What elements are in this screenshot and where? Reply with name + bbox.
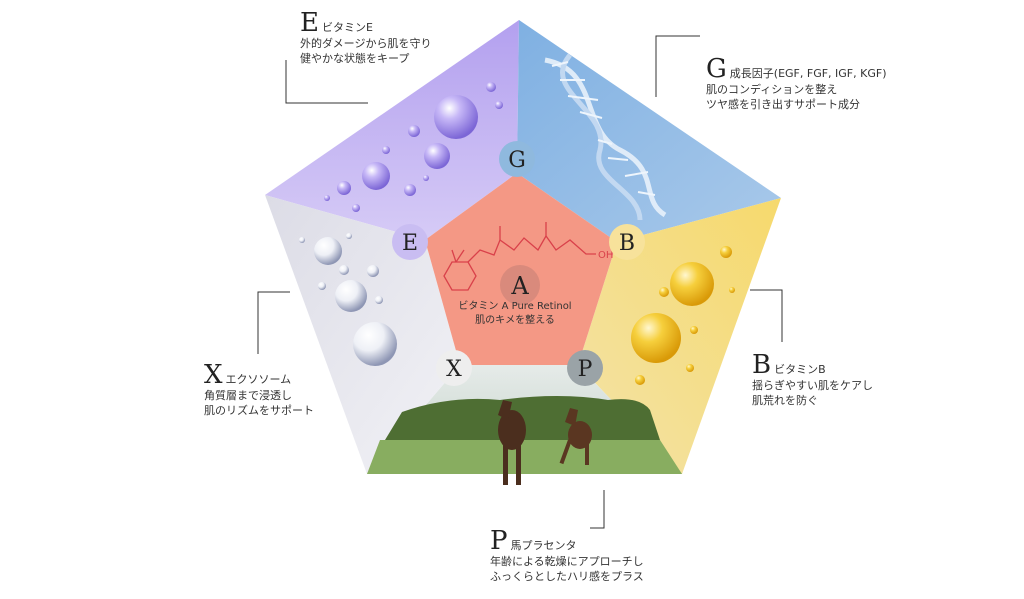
callout-g-line1: 肌のコンディションを整え [706, 83, 838, 96]
svg-text:X: X [446, 357, 462, 382]
callout-e-letter: E [300, 8, 319, 38]
callout-x-line1: 角質層まで浸透し [204, 389, 292, 402]
yellow-drops [631, 246, 735, 385]
callout-g-name: 成長因子(EGF, FGF, IGF, KGF) [729, 67, 887, 80]
callout-b-name: ビタミンB [774, 363, 826, 376]
node-a: A [500, 265, 540, 305]
center-title: ビタミン A Pure Retinol [458, 301, 572, 312]
node-g: G [499, 141, 535, 177]
leader-lines [257, 35, 783, 529]
center-desc: 肌のキメを整える [475, 315, 555, 326]
node-x: X [436, 350, 472, 386]
callout-exosome: X エクソソーム 角質層まで浸透し 肌のリズムをサポート [204, 362, 314, 418]
callout-p-line2: ふっくらとしたハリ感をプラス [490, 570, 644, 583]
horse-scene [367, 396, 682, 485]
callout-placenta: P 馬プラセンタ 年齢による乾燥にアプローチし ふっくらとしたハリ感をプラス [490, 528, 644, 584]
callout-x-line2: 肌のリズムをサポート [204, 404, 314, 417]
segment-vitamin-e [265, 20, 519, 240]
callout-b-line1: 揺らぎやすい肌をケアし [752, 379, 873, 392]
node-e: E [392, 224, 428, 260]
callout-e-name: ビタミンE [321, 21, 373, 34]
callout-vitamin-e: E ビタミンE 外的ダメージから肌を守り 健やかな状態をキープ [300, 10, 431, 66]
svg-text:E: E [402, 231, 418, 256]
callout-p-letter: P [490, 526, 508, 556]
callout-p-line1: 年齢による乾燥にアプローチし [490, 555, 644, 568]
center-label: ビタミン A Pure Retinol 肌のキメを整える [440, 300, 590, 328]
callout-b-line2: 肌荒れを防ぐ [752, 394, 818, 407]
purple-drops [324, 82, 503, 212]
clear-drops [299, 233, 397, 366]
svg-text:B: B [619, 231, 635, 256]
node-b: B [609, 224, 645, 260]
callout-vitamin-b: B ビタミンB 揺らぎやすい肌をケアし 肌荒れを防ぐ [752, 352, 873, 408]
callout-b-letter: B [752, 350, 772, 380]
segment-growth-factor [517, 20, 781, 242]
molecule-oh-label: OH [598, 250, 613, 261]
node-p: P [567, 350, 603, 386]
retinol-molecule [443, 222, 596, 291]
svg-text:P: P [578, 357, 593, 382]
dna-rungs [551, 61, 656, 196]
callout-e-line1: 外的ダメージから肌を守り [300, 37, 432, 50]
dna-helix [544, 53, 667, 221]
callout-x-letter: X [204, 360, 223, 390]
svg-text:G: G [508, 148, 526, 173]
callout-g-line2: ツヤ感を引き出すサポート成分 [706, 98, 860, 111]
callout-growth-factor: G 成長因子(EGF, FGF, IGF, KGF) 肌のコンディションを整え … [706, 56, 886, 112]
callout-x-name: エクソソーム [225, 373, 292, 386]
callout-e-line2: 健やかな状態をキープ [300, 52, 410, 65]
callout-p-name: 馬プラセンタ [510, 539, 577, 552]
horse-left [498, 400, 526, 485]
horse-right [559, 408, 592, 465]
svg-text:A: A [510, 272, 529, 300]
callout-g-letter: G [706, 54, 727, 84]
